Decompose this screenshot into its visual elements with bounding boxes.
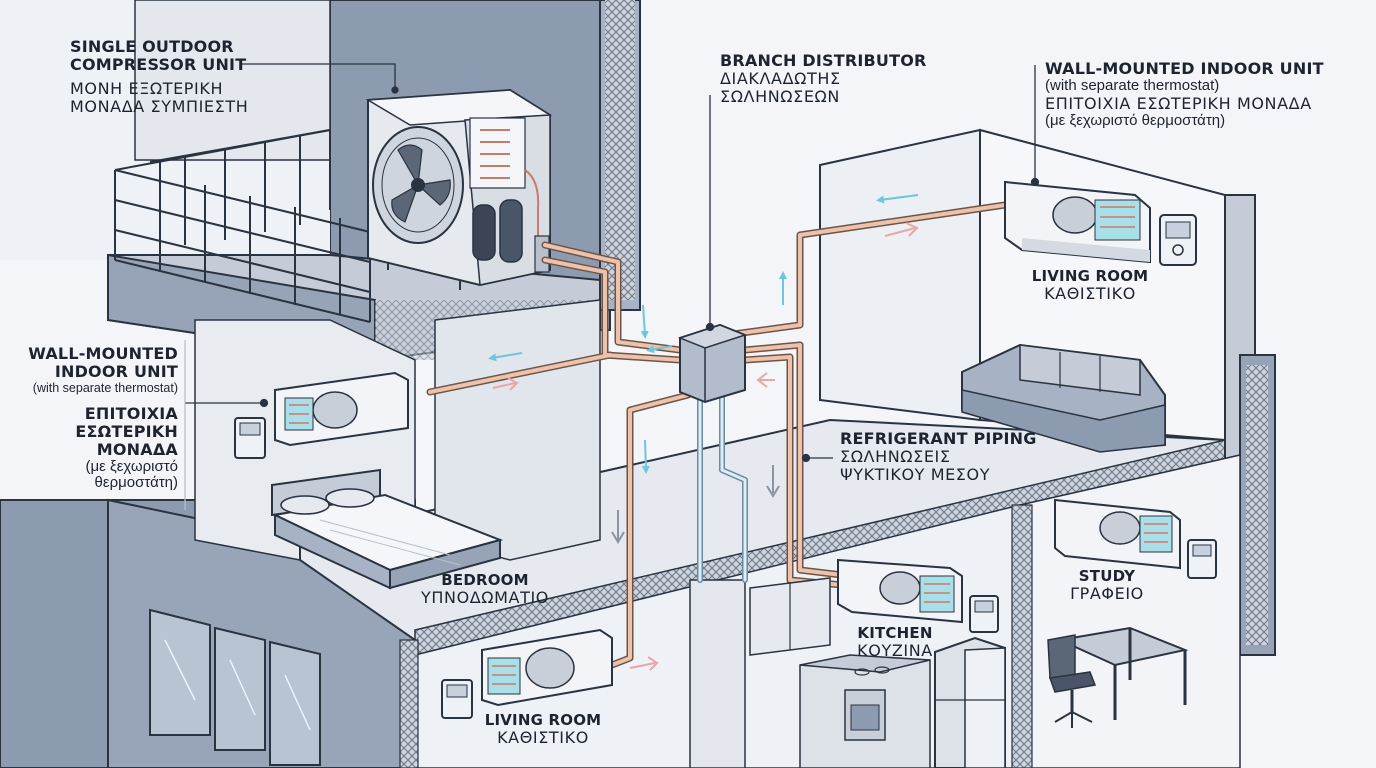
wall-unit-right-greek-line2: (με ξεχωριστό θερμοστάτη) xyxy=(1045,111,1226,129)
room-label-kitchen: KITCHEN ΚΟΥΖΙΝΑ xyxy=(850,625,940,660)
outdoor-unit-greek-line2: ΜΟΝΑΔΑ ΣΥΜΠΙΕΣΤΗ xyxy=(70,96,249,116)
thermostat-icon xyxy=(1159,214,1197,266)
wall-unit-left-title-line2: INDOOR UNIT xyxy=(54,361,178,381)
room-bedroom-gr: ΥΠΝΟΔΩΜΑΤΙΟ xyxy=(421,587,549,607)
sofa-icon xyxy=(961,343,1166,453)
outdoor-compressor-unit xyxy=(365,88,553,290)
wall-unit-left-greek-line3: ΜΟΝΑΔΑ xyxy=(96,439,178,459)
outdoor-unit-greek-line1: ΜΟΝΗ ΕΞΩΤΕΡΙΚΗ xyxy=(70,78,224,98)
fridge-icon xyxy=(934,636,1006,768)
room-living-upper-gr: ΚΑΘΙΣΤΙΚΟ xyxy=(1044,283,1136,303)
branch-distributor-box xyxy=(677,323,748,404)
wall-unit-left-greek-line4: (με ξεχωριστό xyxy=(85,457,178,475)
room-kitchen-en: KITCHEN xyxy=(857,624,933,642)
branch-distributor-greek-line1: ΔΙΑΚΛΑΔΩΤΗΣ xyxy=(720,68,841,88)
desk-icon xyxy=(1056,626,1189,720)
indoor-unit-kitchen xyxy=(837,558,963,624)
room-bedroom-en: BEDROOM xyxy=(441,571,529,589)
compressor-icon xyxy=(472,199,523,263)
outdoor-unit-title-line2: COMPRESSOR UNIT xyxy=(70,54,247,74)
thermostat-icon xyxy=(441,679,473,719)
refrigerant-piping-label: REFRIGERANT PIPING ΣΩΛΗΝΩΣΕΙΣ ΨΥΚΤΙΚΟΥ Μ… xyxy=(840,430,1037,484)
thermostat-icon xyxy=(234,417,266,459)
floor-slab xyxy=(299,128,1276,768)
indoor-unit-left xyxy=(274,371,409,447)
outdoor-unit-label: SINGLE OUTDOOR COMPRESSOR UNIT ΜΟΝΗ ΕΞΩΤ… xyxy=(70,38,248,116)
wall-unit-left-label: WALL-MOUNTED INDOOR UNIT (with separate … xyxy=(10,345,178,492)
callout-leaders xyxy=(184,63,1040,510)
chair-icon xyxy=(1047,634,1097,728)
wall-unit-left-greek-line2: ΕΣΩΤΕΡΙΚΗ xyxy=(75,421,178,441)
wall-unit-left-greek-line1: ΕΠΙΤΟΙΧΙΑ xyxy=(84,403,178,423)
branch-distributor-title: BRANCH DISTRIBUTOR xyxy=(720,51,927,70)
room-living-lower-gr: ΚΑΘΙΣΤΙΚΟ xyxy=(497,727,589,747)
wall-unit-right-label: WALL-MOUNTED INDOOR UNIT (with separate … xyxy=(1045,60,1324,129)
branch-distributor-greek-line2: ΣΩΛΗΝΩΣΕΩΝ xyxy=(720,86,840,106)
wall-unit-left-sub: (with separate thermostat) xyxy=(32,380,178,395)
room-label-study: STUDY ΓΡΑΦΕΙΟ xyxy=(1062,568,1152,603)
thermostat-icon xyxy=(969,595,999,633)
room-living-lower-en: LIVING ROOM xyxy=(484,711,602,729)
branch-distributor-label: BRANCH DISTRIBUTOR ΔΙΑΚΛΑΔΩΤΗΣ ΣΩΛΗΝΩΣΕΩ… xyxy=(720,52,927,106)
bed-icon xyxy=(271,468,504,590)
room-label-living-upper: LIVING ROOM ΚΑΘΙΣΤΙΚΟ xyxy=(1025,268,1155,303)
flow-arrows xyxy=(488,194,919,671)
outdoor-unit-title-line1: SINGLE OUTDOOR xyxy=(70,37,234,56)
wall-unit-left-greek-line5: θερμοστάτη) xyxy=(94,474,178,492)
indoor-unit-right-upper xyxy=(1004,180,1151,264)
wall-unit-right-sub: (with separate thermostat) xyxy=(1045,76,1220,94)
room-label-living-lower: LIVING ROOM ΚΑΘΙΣΤΙΚΟ xyxy=(478,712,608,747)
refrigerant-piping-title: REFRIGERANT PIPING xyxy=(840,429,1037,448)
thermostat-icon xyxy=(1187,539,1217,579)
indoor-unit-living-lower xyxy=(481,628,613,707)
room-kitchen-gr: ΚΟΥΖΙΝΑ xyxy=(857,640,933,660)
indoor-unit-study xyxy=(1054,498,1181,570)
room-label-bedroom: BEDROOM ΥΠΝΟΔΩΜΑΤΙΟ xyxy=(420,572,550,607)
fan-icon xyxy=(372,126,464,244)
refrigerant-piping-greek-line1: ΣΩΛΗΝΩΣΕΙΣ xyxy=(840,446,951,466)
refrigerant-piping-greek-line2: ΨΥΚΤΙΚΟΥ ΜΕΣΟΥ xyxy=(840,464,991,484)
wall-unit-left-title-line1: WALL-MOUNTED xyxy=(28,344,178,363)
wall-unit-right-greek-line1: ΕΠΙΤΟΙΧΙΑ ΕΣΩΤΕΡΙΚΗ ΜΟΝΑΔΑ xyxy=(1045,93,1312,113)
room-living-upper-en: LIVING ROOM xyxy=(1031,267,1149,285)
wall-unit-right-title: WALL-MOUNTED INDOOR UNIT xyxy=(1045,59,1324,78)
stove-icon xyxy=(844,666,890,741)
room-study-en: STUDY xyxy=(1078,567,1136,585)
room-study-gr: ΓΡΑΦΕΙΟ xyxy=(1070,583,1144,603)
